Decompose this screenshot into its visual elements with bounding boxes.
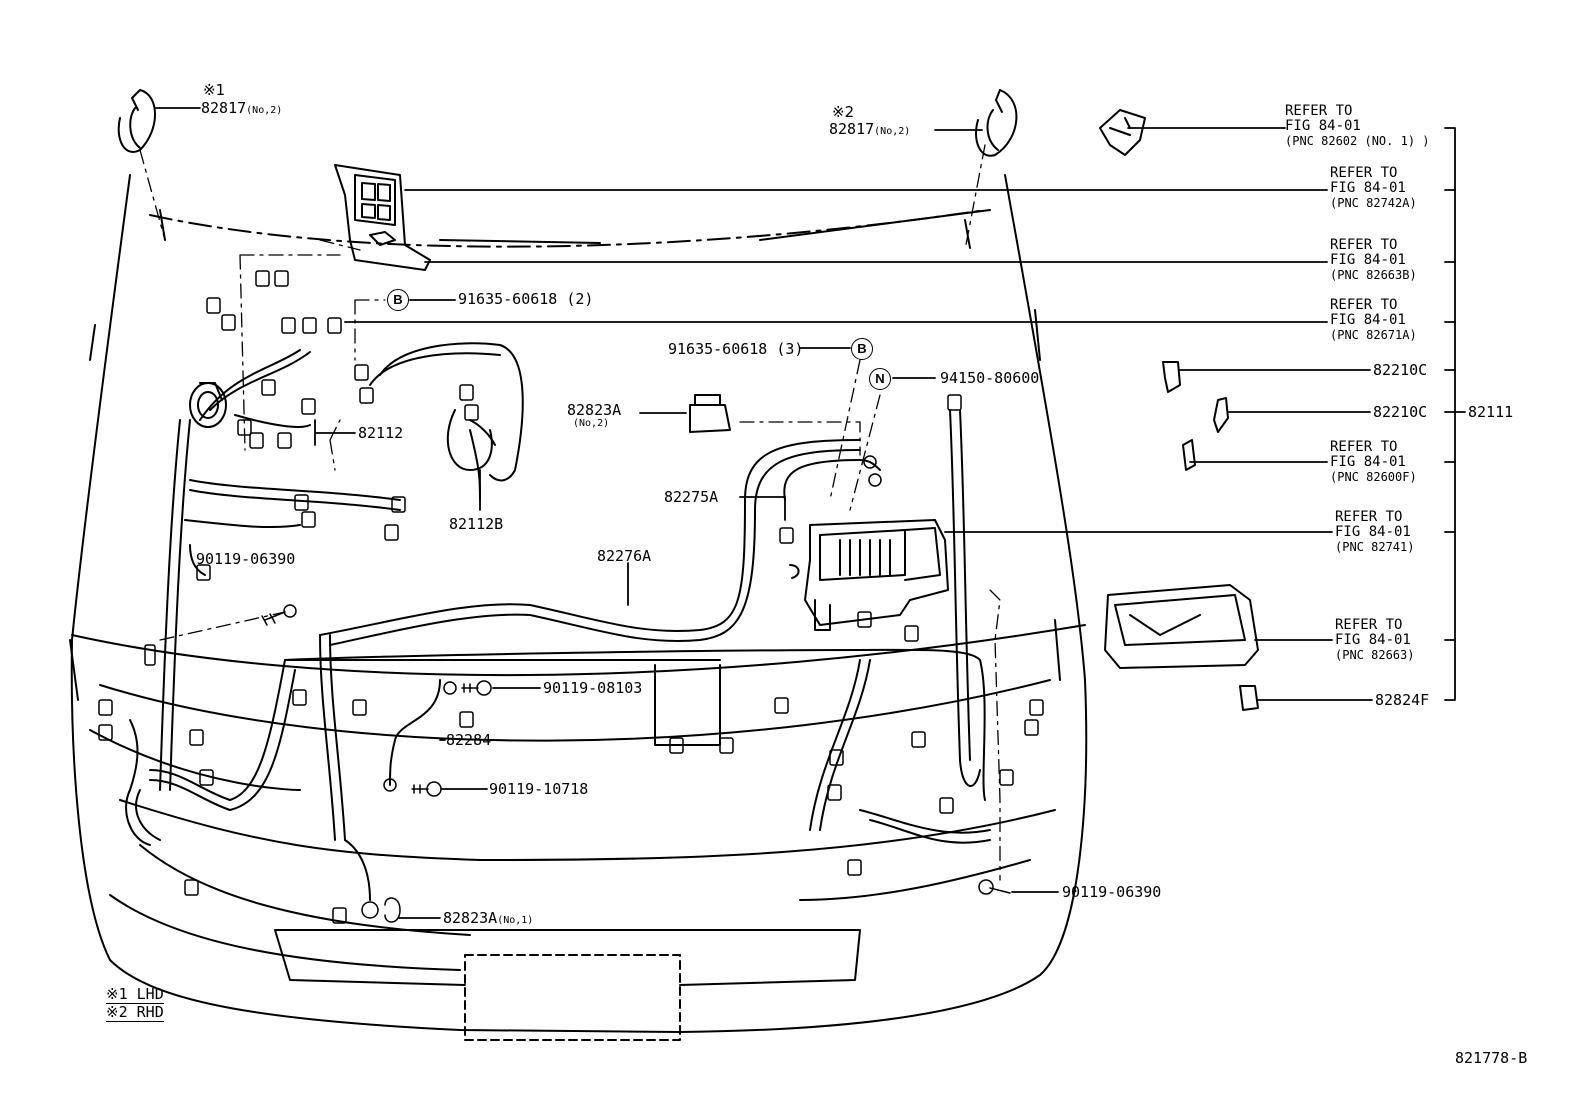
label-82112: 82112: [358, 424, 404, 442]
label-82823A-no2-qty: (No,2): [573, 418, 610, 429]
legend: ※1 LHD ※2 RHD: [106, 986, 164, 1022]
label-91635-60618-2: 91635-60618 (2): [458, 290, 594, 308]
vehicle-body: [69, 174, 1088, 1041]
clip-82817-right: [975, 89, 1018, 157]
label-90119-06390-right: 90119-06390: [1062, 883, 1162, 901]
clip-82817-left: [117, 89, 156, 153]
mark-rhd-1: ※2: [832, 103, 855, 121]
legend-item-rhd: ※2 RHD: [106, 1003, 164, 1022]
connector-82602: [1099, 109, 1146, 156]
label-82111: 82111: [1468, 403, 1514, 421]
connector-82600F: [1182, 439, 1196, 471]
label-90119-10718: 90119-10718: [489, 780, 589, 798]
relay-block-top: [334, 164, 431, 271]
mark-lhd-1: ※1: [203, 81, 226, 99]
label-82210C-2: 82210C: [1373, 403, 1428, 421]
label-82276A: 82276A: [597, 547, 652, 565]
circle-n: N: [869, 368, 891, 390]
label-82112B: 82112B: [449, 515, 504, 533]
connector-82823A: [689, 394, 731, 433]
phantom-lines: [139, 144, 1001, 881]
legend-item-lhd: ※1 LHD: [106, 985, 164, 1004]
label-82210C-1: 82210C: [1373, 361, 1428, 379]
bolts: [261, 604, 1011, 895]
label-82823A-no1: 82823A(No,1): [443, 909, 534, 927]
label-90119-06390-left: 90119-06390: [196, 550, 296, 568]
connectors: [98, 270, 1044, 924]
circle-b-2: B: [851, 338, 873, 360]
label-91635-60618-3: 91635-60618 (3): [668, 340, 804, 358]
terminals: [361, 455, 882, 923]
harness: [125, 342, 991, 901]
label-94150-80600: 94150-80600: [940, 369, 1040, 387]
leader-lines: [154, 107, 1466, 919]
label-82824F: 82824F: [1375, 691, 1430, 709]
figure-id: 821778-B: [1455, 1049, 1528, 1067]
relay-82210C-1: [1162, 361, 1181, 393]
label-82284: 82284: [446, 731, 492, 749]
label-90119-08103: 90119-08103: [543, 679, 643, 697]
cover-82663: [1104, 584, 1259, 669]
relay-82210C-2: [1213, 397, 1229, 433]
relay-82824F: [1239, 685, 1259, 711]
label-82275A: 82275A: [664, 488, 719, 506]
label-82817-right: 82817(No,2): [829, 120, 911, 138]
grommet: [189, 382, 227, 428]
label-82817-left: 82817(No,2): [201, 99, 283, 117]
label-82823A-no2: 82823A: [567, 401, 622, 419]
circle-b-1: B: [387, 289, 409, 311]
fuse-box: [789, 519, 949, 631]
